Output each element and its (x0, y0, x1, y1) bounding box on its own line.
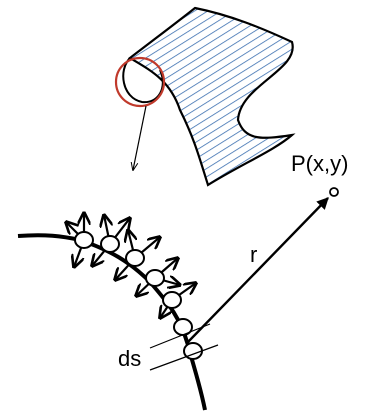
boundary-nodes (74, 231, 203, 360)
detail-circle (114, 56, 166, 108)
radius-label: r (250, 242, 257, 267)
node (74, 231, 94, 249)
node (145, 269, 165, 287)
node (125, 249, 145, 267)
ds-label: ds (118, 346, 141, 371)
point-marker (329, 187, 339, 197)
zoom-pointer-arrow (133, 105, 147, 170)
node (100, 235, 120, 253)
hatched-surface (122, 6, 296, 187)
node (162, 291, 182, 309)
radius-vector (187, 197, 329, 343)
point-label: P(x,y) (291, 151, 348, 176)
